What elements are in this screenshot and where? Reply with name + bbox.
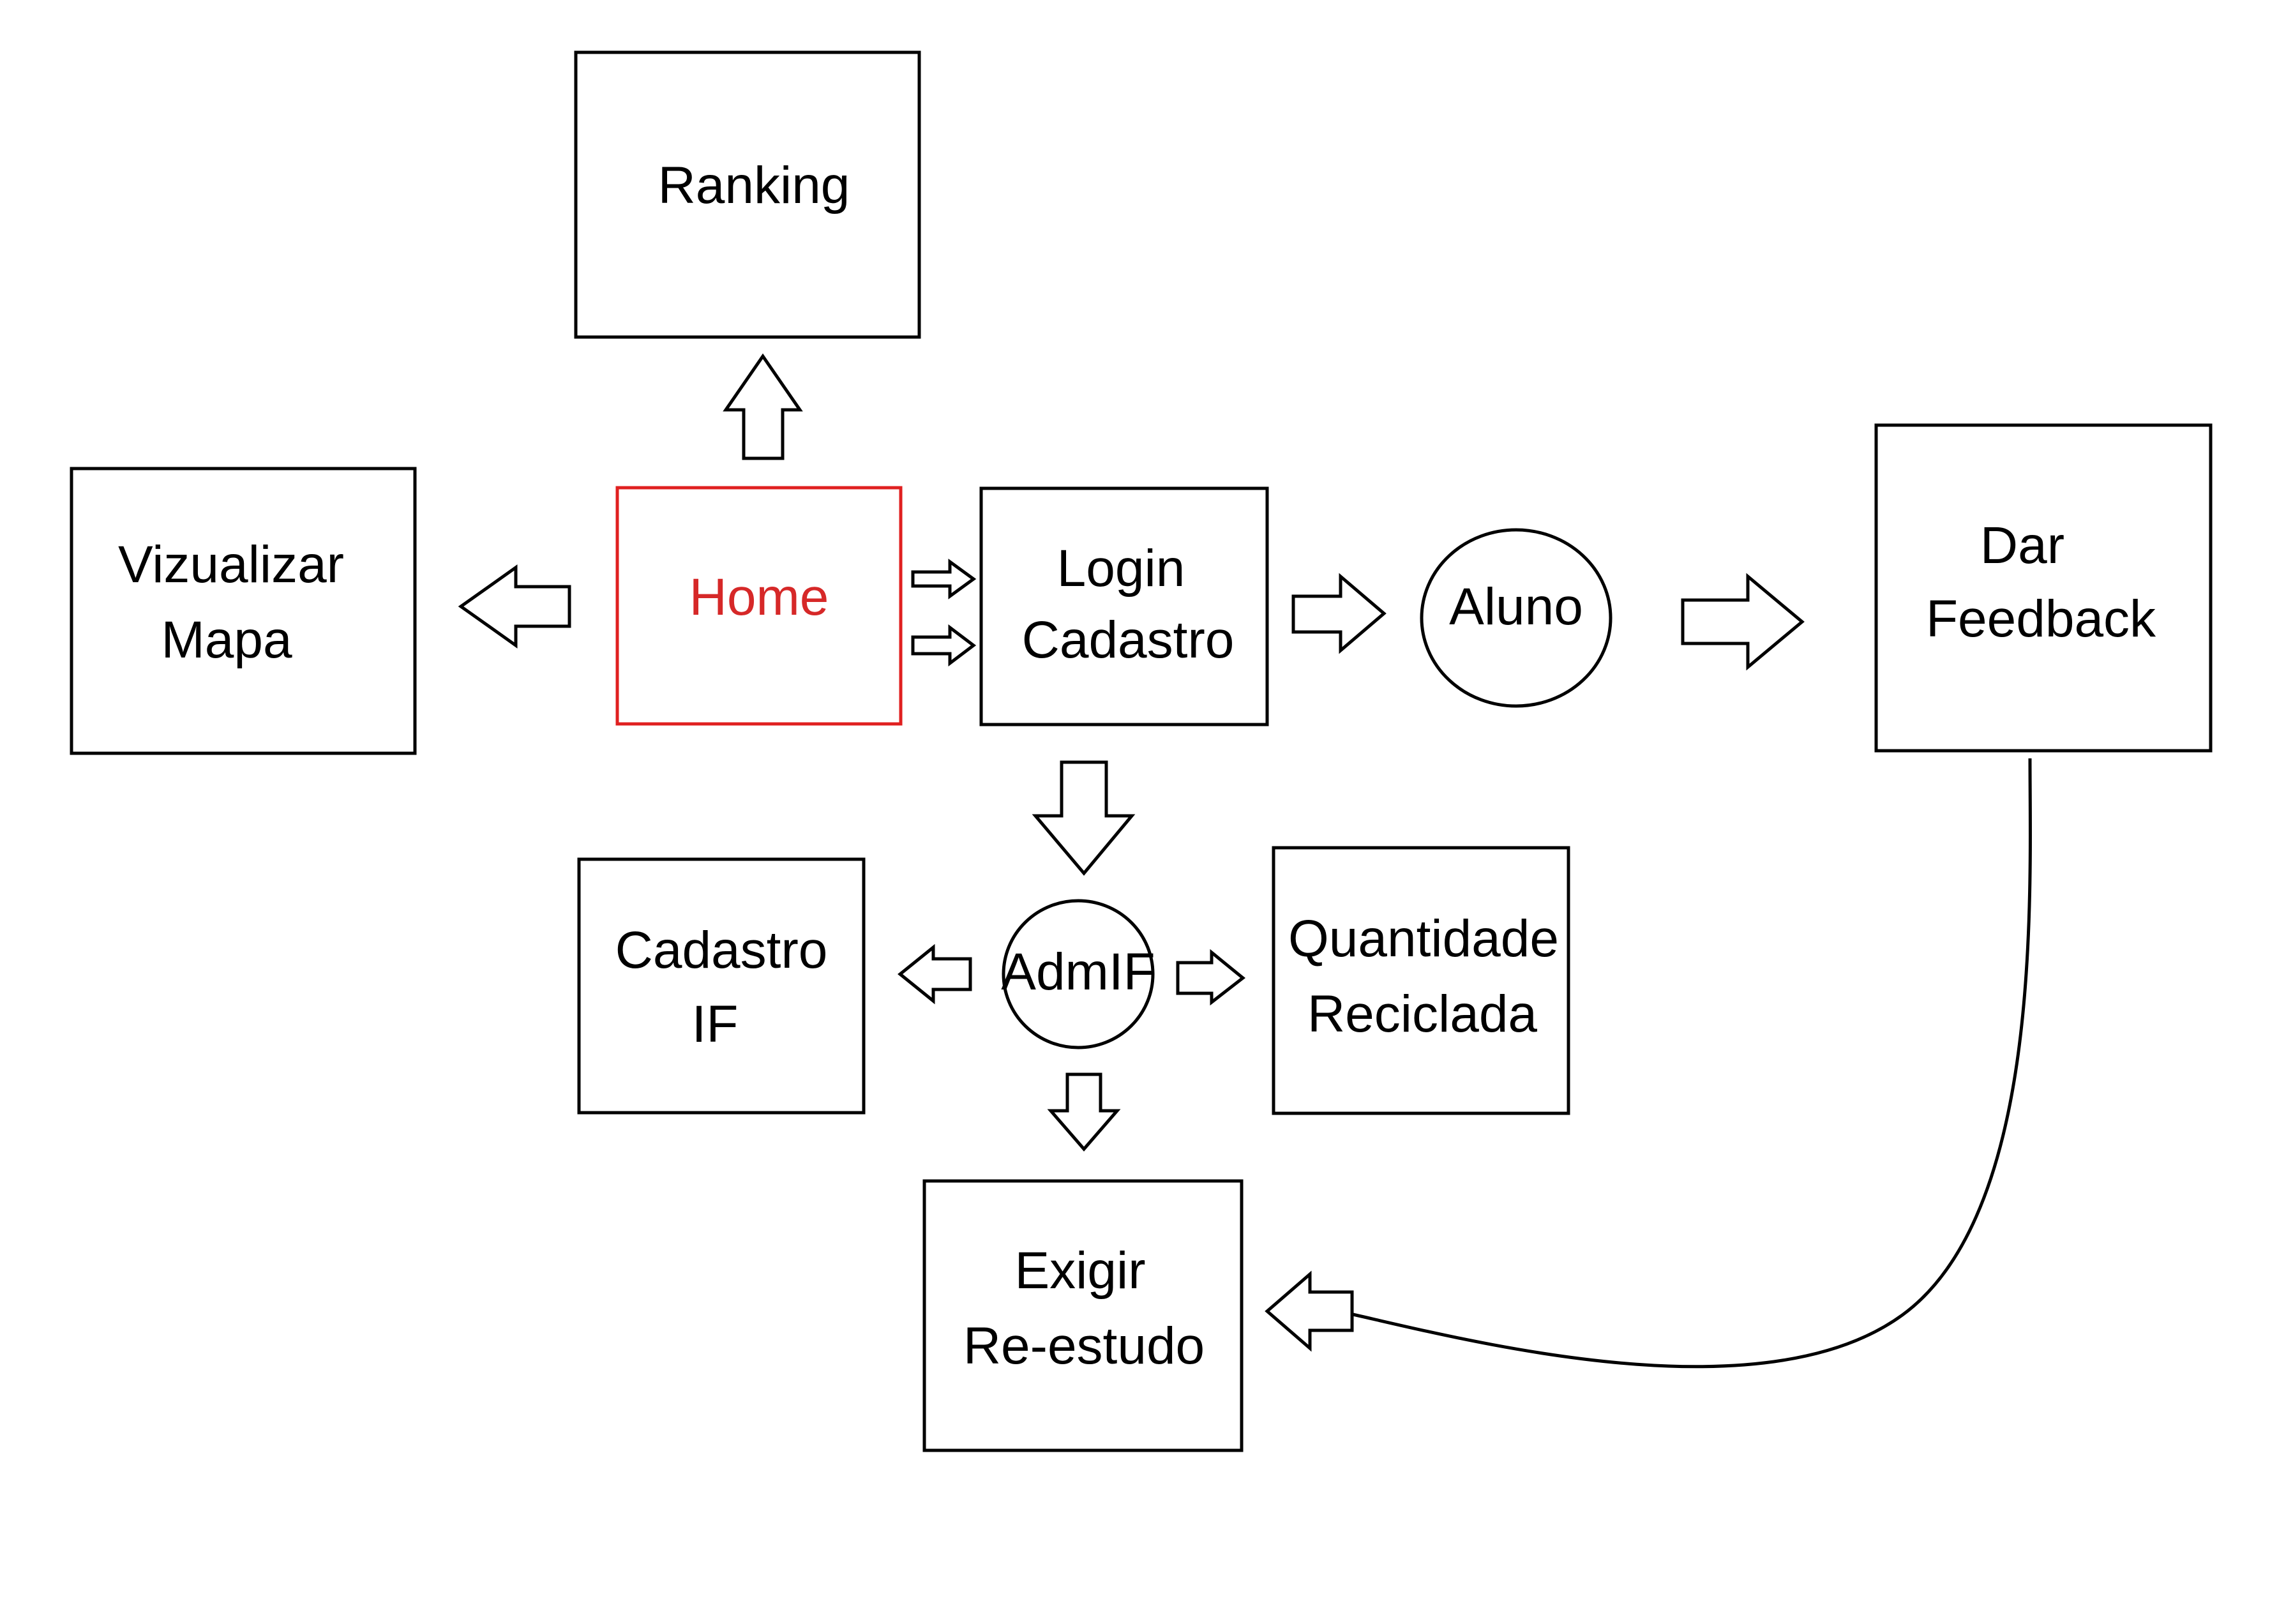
cadastro-if-label-line1: Cadastro [615, 921, 828, 979]
exigir-reestudo-label-line1: Exigir [1014, 1242, 1145, 1300]
ranking-label: Ranking [658, 156, 850, 214]
visualizar-mapa-box [70, 467, 417, 755]
arrow-login-to-aluno [1291, 573, 1387, 654]
arrow-home-to-visualizar-mapa [458, 564, 571, 649]
dar-feedback-box [1874, 423, 2213, 753]
login-cadastro-label-line2: Cadastro [1022, 611, 1235, 669]
aluno-circle [1420, 528, 1613, 708]
visualizar-mapa-label-line2: Mapa [161, 611, 292, 669]
home-box [615, 486, 903, 726]
quantidade-reciclada-node[interactable]: Quantidade Reciclada [1272, 846, 1570, 1115]
cadastro-if-box [577, 857, 866, 1115]
ranking-box [574, 50, 921, 339]
arrow-home-to-login-lower [911, 624, 977, 667]
arrow-home-to-ranking [723, 353, 803, 460]
arrow-aluno-to-dar-feedback [1681, 573, 1805, 671]
admif-label: AdmIF [1001, 943, 1155, 1001]
arrow-home-to-login-upper [911, 559, 977, 599]
dar-feedback-node[interactable]: Dar Feedback [1874, 423, 2213, 753]
ranking-node[interactable]: Ranking [574, 50, 921, 339]
admif-node[interactable]: AdmIF [1001, 899, 1155, 1049]
quantidade-reciclada-label-line1: Quantidade [1288, 910, 1559, 968]
cadastro-if-node[interactable]: Cadastro IF [577, 857, 866, 1115]
login-cadastro-node[interactable]: Login Cadastro [979, 486, 1269, 726]
admif-circle [1002, 899, 1155, 1049]
aluno-node[interactable]: Aluno [1420, 528, 1613, 708]
exigir-reestudo-label-line2: Re-estudo [963, 1317, 1205, 1375]
arrow-admif-to-cadastro-if [898, 944, 972, 1005]
arrow-feedback-to-exigir-reestudo [1265, 1270, 1354, 1352]
login-cadastro-label-line1: Login [1057, 539, 1185, 598]
quantidade-reciclada-label-line2: Reciclada [1307, 985, 1537, 1043]
login-cadastro-box [979, 486, 1269, 726]
visualizar-mapa-label-line1: Vizualizar [118, 536, 344, 594]
arrow-admif-to-quantidade-reciclada [1176, 949, 1246, 1006]
arrow-admif-to-exigir-reestudo [1047, 1072, 1121, 1152]
aluno-label: Aluno [1449, 578, 1583, 636]
home-label: Home [689, 568, 829, 626]
connector-feedback-to-reestudo [1349, 758, 2032, 1369]
home-node[interactable]: Home [615, 486, 903, 726]
cadastro-if-label-line2: IF [692, 995, 739, 1053]
quantidade-reciclada-box [1272, 846, 1570, 1115]
dar-feedback-label-line2: Feedback [1926, 590, 2156, 648]
exigir-reestudo-node[interactable]: Exigir Re-estudo [922, 1179, 1244, 1452]
arrow-login-to-admif [1032, 760, 1136, 876]
dar-feedback-label-line1: Dar [1980, 516, 2064, 575]
visualizar-mapa-node[interactable]: Vizualizar Mapa [70, 467, 417, 755]
exigir-reestudo-box [922, 1179, 1244, 1452]
